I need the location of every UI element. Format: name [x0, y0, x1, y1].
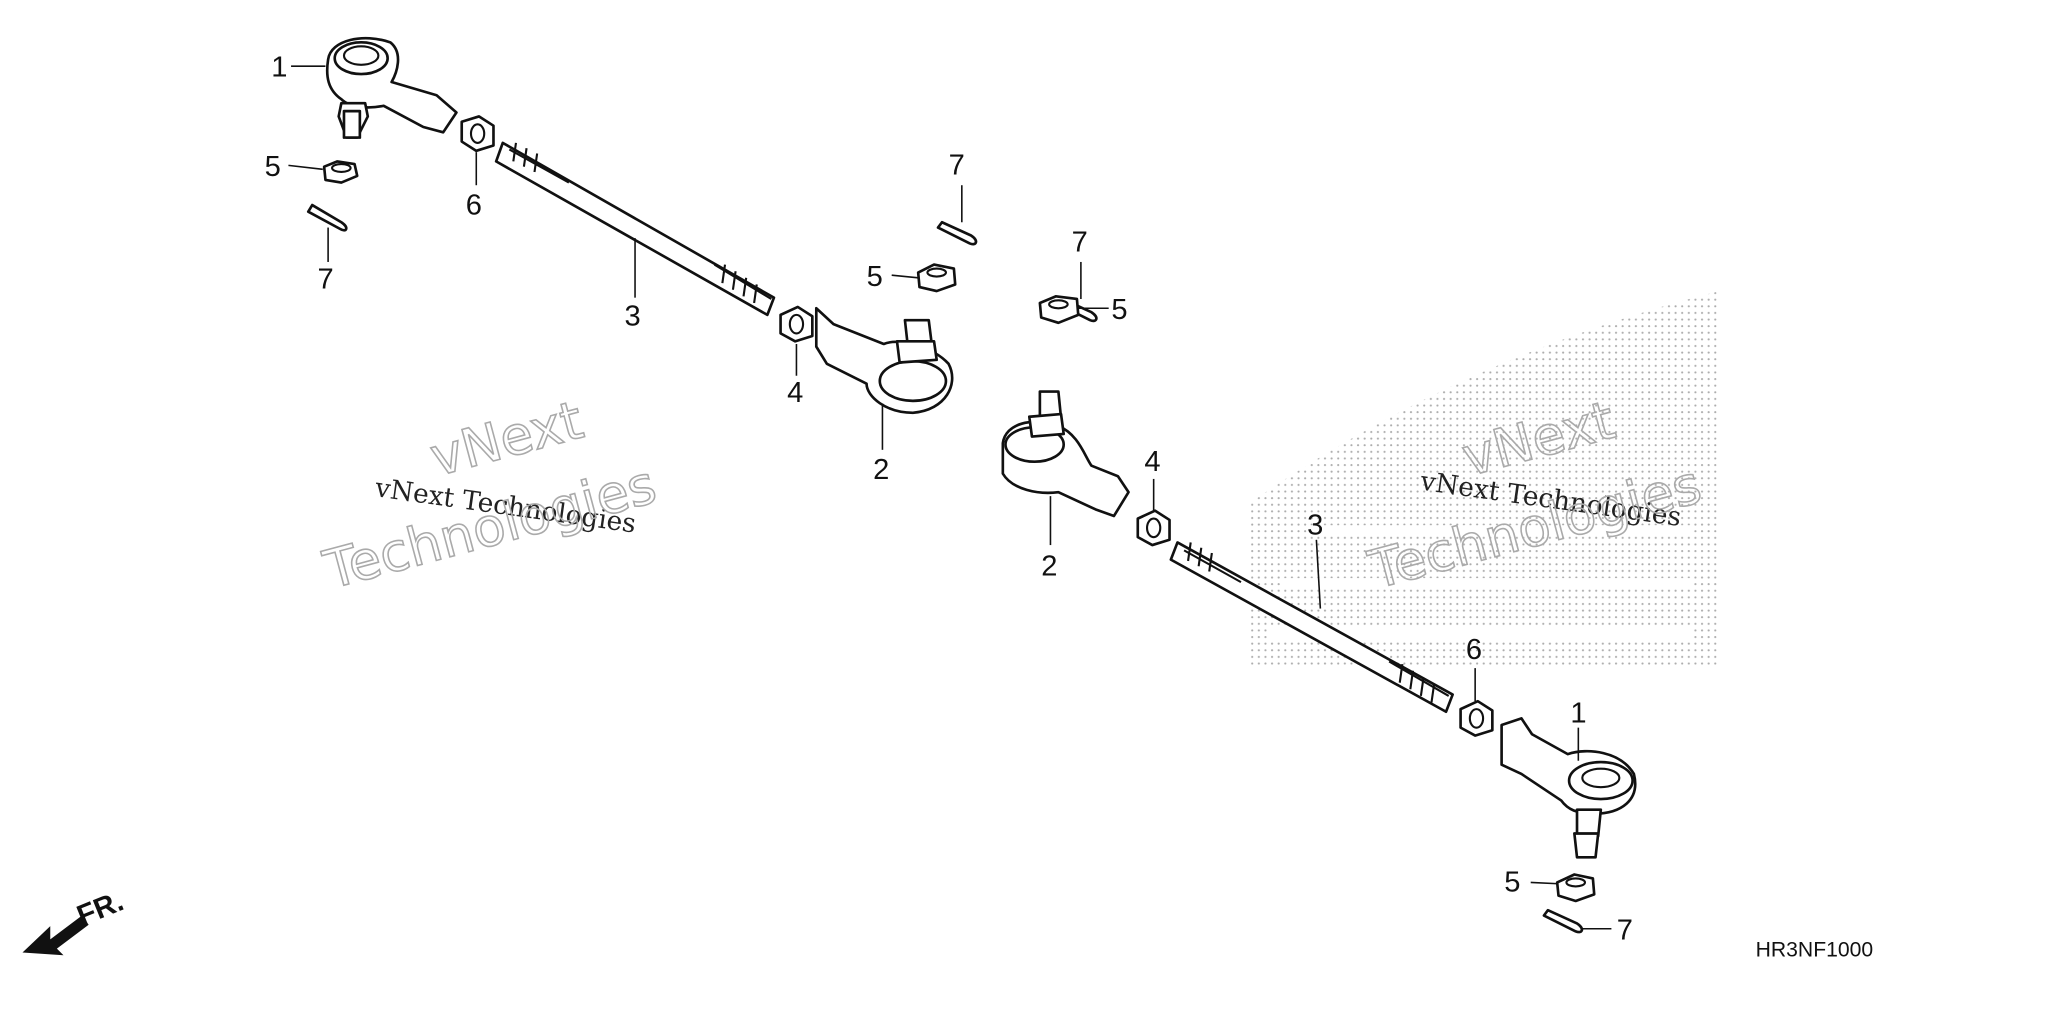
left-tie-rod-end-2 [814, 306, 954, 415]
front-label: FR. [73, 885, 128, 932]
right-tie-rod-end-2 [1001, 390, 1130, 518]
callout-right-7: 7 [1072, 226, 1088, 258]
front-arrow-icon [22, 915, 89, 956]
left-cotter-pin-7b [936, 220, 978, 246]
callout-left-6: 6 [466, 189, 482, 221]
callout-right-5: 5 [1111, 294, 1127, 326]
callout-left-5: 5 [265, 151, 281, 183]
leader-lines [288, 65, 1612, 930]
right-tie-rod-end-1 [1500, 717, 1637, 859]
right-tie-rod-3 [1169, 541, 1454, 714]
right-jam-nut-6 [1459, 699, 1494, 737]
callout-right-1: 1 [1570, 697, 1586, 729]
callout-left-5b: 5 [867, 261, 883, 293]
callout-left-1: 1 [271, 52, 287, 84]
left-jam-nut-6 [460, 115, 495, 153]
callout-right-6: 6 [1466, 634, 1482, 666]
right-castle-nut-5b [1555, 873, 1596, 903]
watermark-left: vNext Technologies vNext Technologies [317, 389, 664, 602]
callout-right-3: 3 [1307, 509, 1323, 541]
callout-right-4: 4 [1144, 446, 1160, 478]
callout-left-4: 4 [787, 377, 803, 409]
callout-left-7b: 7 [949, 150, 965, 182]
left-tie-rod-end-1 [325, 36, 458, 139]
callout-right-5b: 5 [1504, 867, 1520, 899]
wing-logo-watermark [1250, 291, 1720, 669]
front-direction-indicator: FR. [22, 885, 128, 956]
right-castle-nut-5 [1038, 295, 1080, 325]
right-jam-nut-4 [1136, 509, 1171, 547]
left-jam-nut-4 [779, 305, 814, 343]
callout-numbers: 1 5 7 6 3 4 2 5 7 7 5 2 4 3 6 1 5 7 [265, 52, 1633, 947]
callout-left-3: 3 [624, 300, 640, 332]
right-cotter-pin-7b [1542, 908, 1584, 934]
left-castle-nut-5b [916, 263, 957, 293]
left-castle-nut-5 [322, 160, 359, 184]
left-cotter-pin-7 [306, 203, 348, 232]
callout-left-7: 7 [318, 263, 334, 295]
callout-left-2: 2 [873, 454, 889, 486]
left-tie-rod-3 [494, 141, 776, 317]
diagram-code: HR3NF1000 [1756, 939, 1874, 962]
svg-text:vNext: vNext [424, 390, 589, 489]
callout-right-7b: 7 [1617, 914, 1633, 946]
callout-right-2: 2 [1041, 551, 1057, 583]
